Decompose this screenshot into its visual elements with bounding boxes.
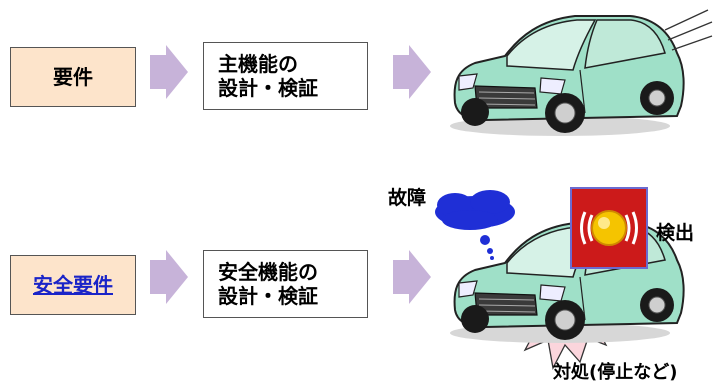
design-line1: 主機能の xyxy=(218,52,298,76)
requirement-box: 要件 xyxy=(10,47,136,107)
safety-requirement-box: 安全要件 xyxy=(10,255,136,315)
response-label: 対処(停止など) xyxy=(553,362,678,383)
safety-function-design-box: 安全機能の 設計・検証 xyxy=(203,250,368,318)
flow-arrow xyxy=(150,45,188,99)
detect-label: 検出 xyxy=(656,222,695,244)
safety-requirement-link[interactable]: 安全要件 xyxy=(33,273,113,297)
fault-cloud xyxy=(435,190,515,260)
fault-label: 故障 xyxy=(388,187,427,209)
design-line2: 設計・検証 xyxy=(218,76,318,100)
alarm-icon xyxy=(570,187,648,269)
car-illustration-normal xyxy=(449,15,685,137)
requirement-label: 要件 xyxy=(53,65,93,89)
flow-arrow xyxy=(150,250,188,304)
main-function-design-box: 主機能の 設計・検証 xyxy=(203,42,368,110)
flow-arrow xyxy=(393,45,431,99)
design-line2: 設計・検証 xyxy=(218,284,318,308)
flow-arrow xyxy=(393,250,431,304)
design-line1: 安全機能の xyxy=(218,260,318,284)
